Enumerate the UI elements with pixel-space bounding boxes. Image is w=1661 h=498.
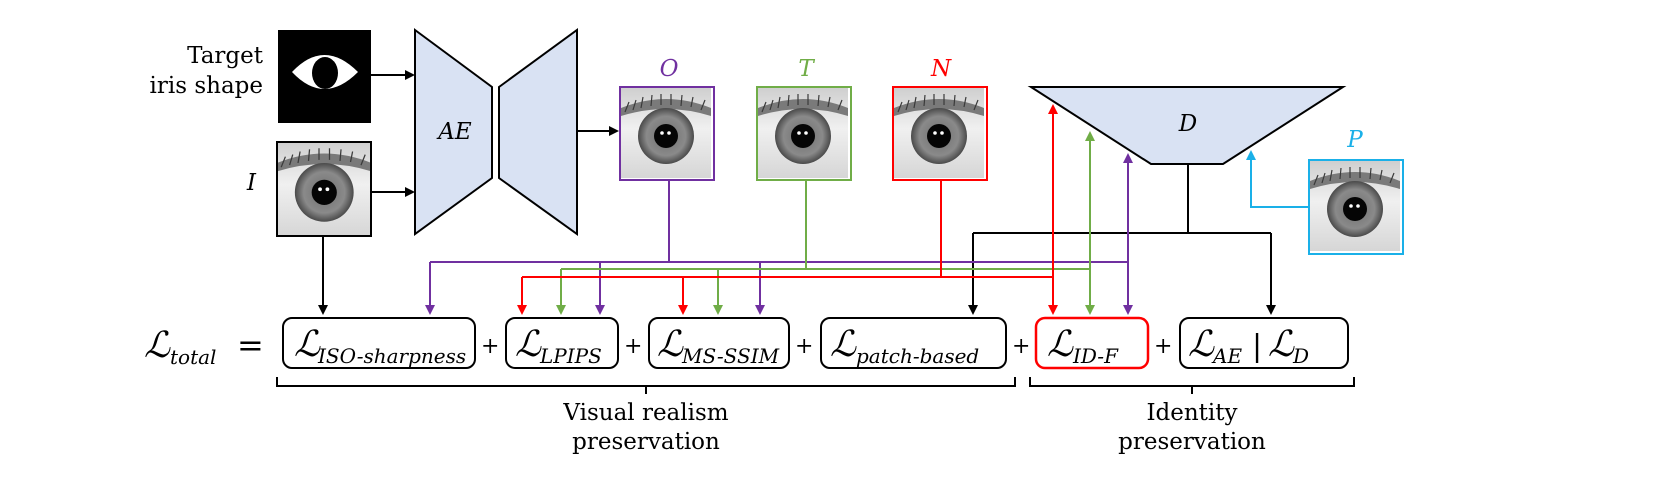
d-loss-subscript: D — [1292, 344, 1309, 368]
equals-sign: = — [237, 326, 264, 364]
id-f-loss-symbol: ℒ — [1047, 324, 1074, 365]
lpips-loss-subscript: LPIPS — [539, 344, 602, 368]
plus-sign-4: + — [1012, 334, 1030, 359]
plus-sign-3: + — [795, 334, 813, 359]
total-loss-subscript: total — [170, 345, 216, 369]
iso-sharpness-loss-box — [282, 317, 476, 369]
ms-ssim-loss-box — [648, 317, 790, 369]
negative-connector — [517, 104, 1058, 315]
negative-image-label: N — [930, 56, 952, 82]
output-iris-image — [619, 86, 715, 181]
plus-sign-5: + — [1154, 334, 1172, 359]
total-loss-symbol: ℒ total = — [144, 325, 264, 369]
positive-iris-image — [1308, 159, 1404, 255]
d-loss-symbol: ℒ — [1268, 324, 1295, 365]
ae-loss-symbol: ℒ — [1188, 324, 1215, 365]
total-loss-script-l: ℒ — [144, 325, 171, 366]
arrow-positive-to-discriminator — [1246, 150, 1309, 208]
target-iris-shape-label-line2: iris shape — [150, 73, 263, 99]
positive-image-label: P — [1346, 127, 1363, 153]
input-image-label: I — [246, 170, 257, 196]
ms-ssim-loss-symbol: ℒ — [657, 324, 684, 365]
iso-sharpness-loss-subscript: ISO-sharpness — [317, 344, 466, 368]
patch-based-loss-subscript: patch-based — [856, 344, 979, 368]
iso-sharpness-loss-symbol: ℒ — [294, 324, 321, 365]
decoder-shape — [498, 28, 578, 236]
discriminator-label: D — [1178, 111, 1197, 137]
lpips-loss-symbol: ℒ — [515, 324, 542, 365]
visual-realism-label-line2: preservation — [572, 429, 720, 455]
autoencoder: AE — [414, 28, 578, 236]
output-connector — [425, 153, 1133, 315]
id-f-loss-box — [1034, 316, 1150, 370]
autoencoder-label: AE — [436, 119, 472, 145]
target-iris-image — [756, 86, 852, 181]
identity-label-line1: Identity — [1146, 400, 1237, 426]
ae-loss-subscript: AE — [1211, 344, 1242, 368]
negative-iris-image — [892, 86, 988, 181]
visual-realism-brace — [276, 377, 1016, 394]
loss-equation: ℒ total = ℒ ISO-sharpness + ℒ LPIPS + ℒ … — [144, 316, 1349, 370]
discriminator: D — [1027, 86, 1347, 165]
visual-realism-label-line1: Visual realism — [562, 400, 728, 426]
encoder-shape — [414, 28, 493, 236]
patch-based-loss-box — [820, 317, 1007, 369]
id-f-loss-subscript: ID-F — [1072, 344, 1119, 368]
patch-based-loss-symbol: ℒ — [830, 324, 857, 365]
ms-ssim-loss-subscript: MS-SSIM — [681, 344, 780, 368]
output-image-label: O — [660, 56, 679, 82]
input-iris-image — [276, 141, 373, 238]
target-image-label: T — [798, 56, 815, 82]
target-iris-shape-image — [278, 30, 371, 123]
target-iris-shape-label-line1: Target — [187, 43, 264, 69]
identity-label-line2: preservation — [1118, 429, 1266, 455]
lpips-loss-box — [505, 317, 619, 369]
identity-brace — [1029, 377, 1355, 394]
plus-sign-1: + — [481, 334, 499, 359]
discriminator-output-connector — [968, 164, 1276, 315]
plus-sign-2: + — [624, 334, 642, 359]
ae-d-loss-box — [1179, 317, 1349, 369]
ae-d-separator: | — [1252, 329, 1262, 364]
discriminator-shape — [1027, 86, 1347, 165]
